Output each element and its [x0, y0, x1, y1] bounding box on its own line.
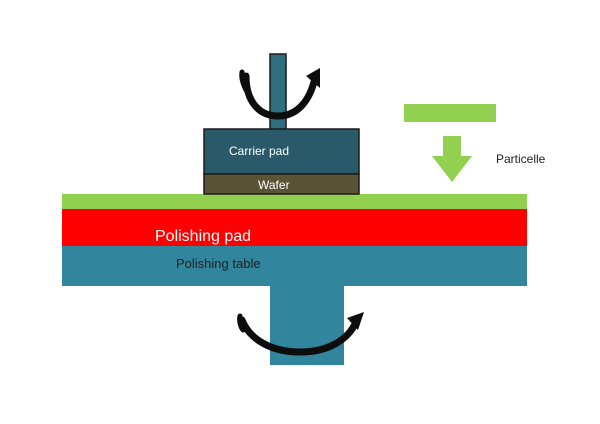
- slurry-layer: [62, 194, 527, 209]
- particle-label: Particelle: [496, 152, 546, 166]
- rotation-arrow-icon: [239, 68, 320, 120]
- down-arrow-icon: [432, 136, 472, 182]
- rotation-arrow-icon: [237, 312, 364, 356]
- wafer: [203, 173, 360, 195]
- polishing-pad-label: Polishing pad: [155, 228, 251, 245]
- particle-feed-bar: [404, 104, 496, 122]
- polishing-table-label: Polishing table: [176, 256, 261, 271]
- polishing-pad: [62, 209, 527, 246]
- wafer-label: Wafer: [258, 178, 290, 192]
- polishing-table: [62, 246, 527, 286]
- carrier-pad-label: Carrier pad: [229, 144, 289, 158]
